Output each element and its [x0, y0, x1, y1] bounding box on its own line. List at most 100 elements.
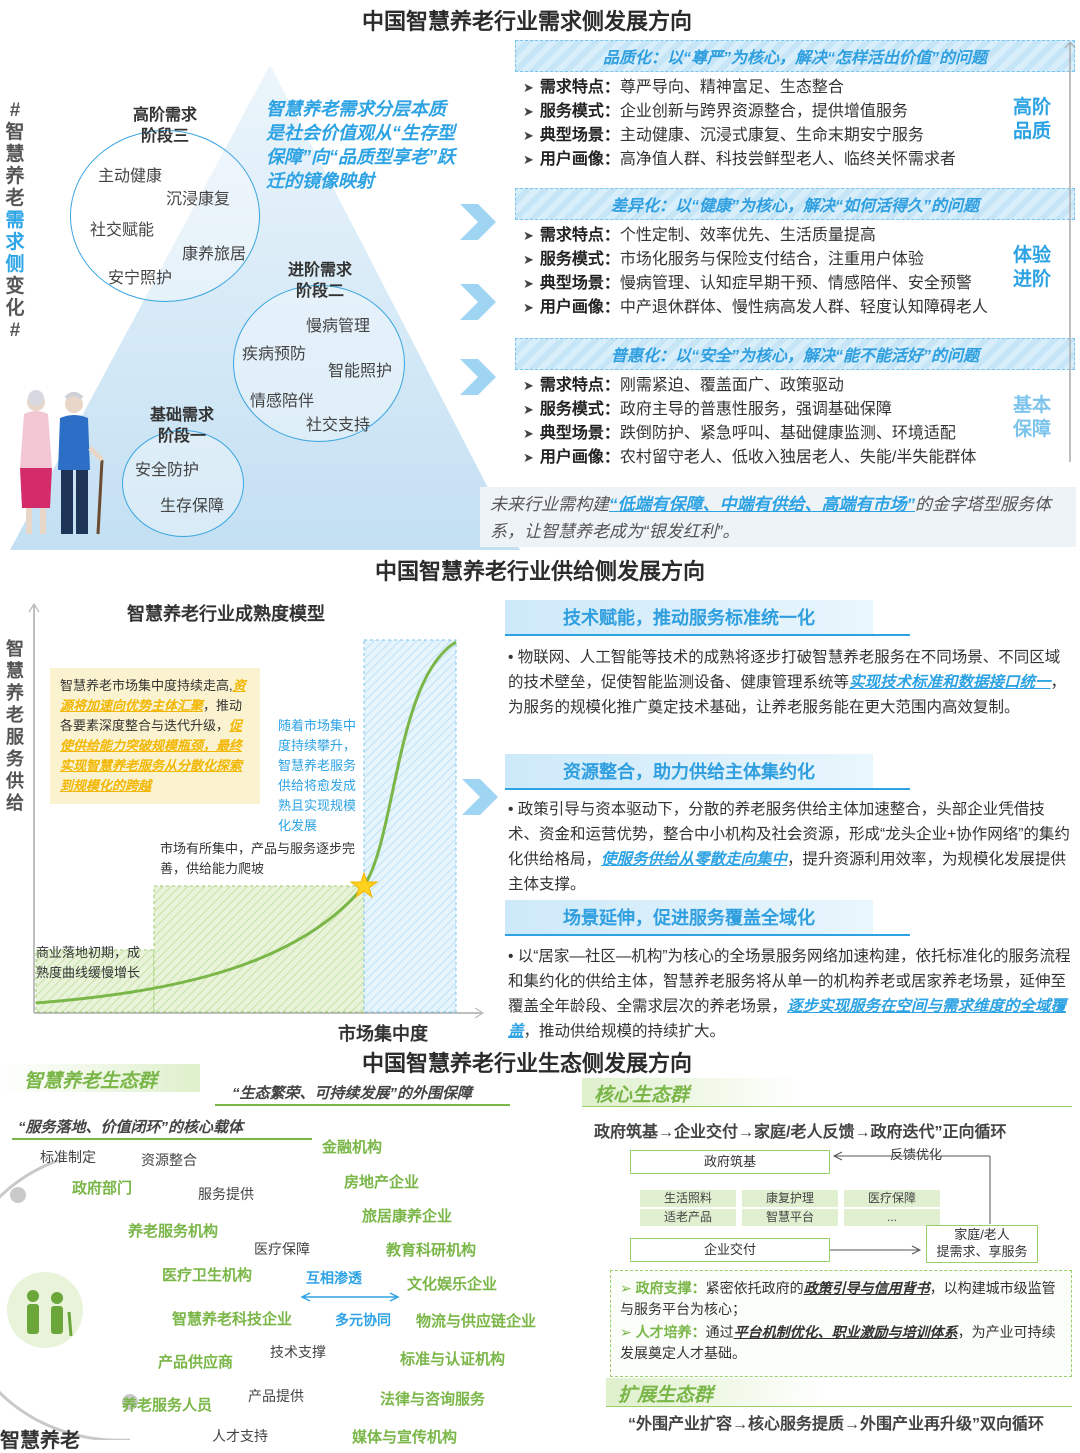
eco-outer-member: 法律与咨询服务	[380, 1391, 486, 1408]
right-chevron-icon	[460, 284, 496, 320]
flow-deliver: 企业交付	[630, 1238, 830, 1262]
panel-row: ➤典型场景：跌倒防护、紧急呼叫、基础健康监测、环境适配	[523, 425, 956, 442]
panel-row: ➤需求特点：尊严导向、精神富足、生态整合	[523, 79, 844, 96]
stage3-tag: 康养旅居	[182, 246, 247, 263]
right-chevron-icon	[462, 779, 498, 815]
eco-title: 中国智慧养老行业生态侧发展方向	[362, 1051, 693, 1076]
demand-panel-base: 普惠化：以“安全”为核心，解决“能不能活好”的问题 ➤需求特点：刚需紧迫、覆盖面…	[515, 338, 1075, 470]
stage2-circle	[233, 285, 405, 442]
vchar: 求	[5, 232, 25, 253]
vchar: 养	[5, 166, 25, 187]
supply-item-text: • 政策引导与资本驱动下，分散的养老服务供给主体加速整合，头部企业凭借技术、资金…	[508, 801, 1070, 893]
stage1-title2: 阶段一	[157, 428, 206, 445]
level-label: 基本保障	[1012, 395, 1051, 440]
core-carrier-title: “服务落地、价值闭环”的核心载体	[18, 1119, 244, 1136]
stage2-title1: 进阶需求	[287, 262, 352, 279]
panel-row: ➤服务模式：市场化服务与保险支付结合，注重用户体验	[523, 251, 924, 268]
stage3-circle	[70, 130, 260, 302]
supply-item-head: 资源整合，助力供给主体集约化	[505, 754, 873, 788]
vchar: 智	[5, 122, 25, 143]
divider	[215, 1104, 510, 1106]
supply-item-text: • 物联网、人工智能等技术的成熟将逐步打破智慧养老服务在不同场景、不同区域的技术…	[508, 649, 1067, 716]
vchar: #	[9, 100, 21, 121]
stage2-title2: 阶段二	[295, 283, 344, 300]
flow-cell: 生活照料	[640, 1190, 736, 1207]
stage3-tag: 安宁照护	[108, 270, 173, 287]
group-band	[0, 1064, 200, 1092]
supply-item-head: 场景延伸，促进服务覆盖全域化	[505, 900, 873, 934]
flow-cell: ...	[844, 1209, 940, 1226]
ext-group-title: 扩展生态群	[618, 1385, 714, 1406]
eco-outer-member: 旅居康养企业	[362, 1208, 453, 1225]
flow-arrows	[830, 1151, 991, 1255]
panel-row: ➤用户画像：中产退休群体、慢性病高发人群、轻度认知障碍老人	[523, 299, 988, 316]
eco-plain-tag: 资源整合	[141, 1152, 197, 1168]
eco-core-member: 政府部门	[72, 1180, 133, 1197]
stage3-tag: 主动健康	[98, 168, 163, 185]
eco-plain-tag: 标准制定	[40, 1149, 96, 1165]
divider	[505, 934, 910, 936]
panel-row: ➤需求特点：个性定制、效率优先、生活质量提高	[523, 227, 876, 244]
maturity-chart-title: 智慧养老行业成熟度模型	[127, 604, 325, 624]
panel-row: ➤服务模式：企业创新与跨界资源整合，提供增值服务	[523, 103, 908, 120]
flow-cell: 适老产品	[640, 1209, 736, 1226]
vchar: 需	[5, 210, 25, 231]
divider	[582, 1106, 1072, 1107]
flow-cell: 智慧平台	[742, 1209, 838, 1226]
demand-conclusion: 未来行业需构建“低端有保障、中端有供给、高端有市场”的金字塔型服务体系，让智慧养…	[480, 487, 1076, 547]
eco-plain-tag: 服务提供	[198, 1186, 254, 1202]
vchar: 变	[5, 276, 25, 297]
level-label: 体验进阶	[1012, 245, 1051, 290]
outer-guarantee-title: “生态繁荣、可持续发展”的外围保障	[232, 1085, 473, 1102]
elderly-couple-illustration	[20, 390, 104, 535]
stage2-tag: 慢病管理	[306, 318, 371, 335]
eco-outer-member: 金融机构	[322, 1139, 383, 1156]
stage3-tag: 沉浸康复	[166, 191, 231, 208]
demand-panel-mid: 差异化：以“健康”为核心，解决“如何活得久”的问题 ➤需求特点：个性定制、效率优…	[515, 188, 1075, 320]
support-talent: ➢ 人才培养：通过平台机制优化、职业激励与培训体系，为产业可持续发展奠定人才基础…	[620, 1324, 1056, 1361]
interaction-label: 互相渗透	[306, 1270, 362, 1286]
interaction-label: 多元协同	[335, 1312, 391, 1328]
supply-item-head: 技术赋能，推动服务标准统一化	[505, 600, 873, 634]
divider	[606, 1406, 1072, 1407]
divider	[505, 788, 910, 790]
flow-gov: 政府筑基	[630, 1150, 830, 1174]
mature-note: 随着市场集中度持续攀升，智慧养老服务供给将愈发成熟且实现规模化发展	[278, 718, 357, 833]
supply-item-text: • 以“居家—社区—机构”为核心的全场景服务网络加速构建，依托标准化的服务流程和…	[508, 948, 1071, 1040]
stage1-circle	[122, 430, 244, 537]
divider	[12, 1138, 312, 1140]
demand-panel-high: 品质化：以“尊严”为核心，解决“怎样活出价值”的问题 ➤需求特点：尊严导向、精神…	[515, 40, 1075, 172]
stage2-tag: 情感陪伴	[250, 393, 315, 410]
eco-outer-member: 物流与供应链企业	[416, 1313, 537, 1330]
support-box	[610, 1270, 1072, 1377]
climb-note: 市场有所集中，产品与服务逐步完善，供给能力爬坡	[160, 841, 356, 876]
eco-outer-member: 房地产企业	[344, 1174, 420, 1191]
stage1-title1: 基础需求	[149, 407, 214, 424]
eco-group-title: 智慧养老生态群	[24, 1071, 158, 1092]
eco-plain-tag: 医疗保障	[254, 1241, 310, 1257]
eco-outer-member: 文化娱乐企业	[407, 1276, 498, 1293]
eco-plain-tag: 人才支持	[212, 1428, 268, 1444]
eco-core-member: 智慧养老科技企业	[172, 1311, 293, 1328]
stage2-tag: 智能照护	[328, 363, 393, 380]
flow-cell: 医疗保障	[844, 1190, 940, 1207]
eco-outer-member: 标准与认证机构	[400, 1351, 506, 1368]
divider	[505, 634, 910, 636]
group-band	[582, 1078, 802, 1106]
flow-cell: 康复护理	[742, 1190, 838, 1207]
stage2-title: 进阶需求 阶段二	[275, 260, 365, 302]
vchar: 老	[5, 188, 25, 209]
ext-cycle-text: “外围产业扩容→核心服务提质→外围产业再升级”双向循环	[628, 1416, 1045, 1433]
demand-quote: 智慧养老需求分层本质是社会价值观从“生存型保障”向“品质型享老”跃迁的镜像映射	[266, 99, 455, 191]
stage3-title: 高阶需求 阶段三	[120, 105, 210, 147]
stage1-tag: 生存保障	[160, 498, 225, 515]
panel-row: ➤用户画像：农村留守老人、低收入独居老人、失能/半失能群体	[523, 449, 977, 466]
demand-title: 中国智慧养老行业需求侧发展方向	[362, 9, 693, 34]
level-arrow	[1064, 42, 1076, 462]
panel-band: 差异化：以“健康”为核心，解决“如何活得久”的问题	[515, 188, 1075, 220]
vchar: 侧	[5, 254, 25, 275]
panel-row: ➤用户画像：高净值人群、科技尝鲜型老人、临终关怀需求者	[523, 151, 956, 168]
stage3-title2: 阶段三	[140, 128, 189, 145]
elderly-care-icon	[27, 1290, 73, 1337]
panel-band: 品质化：以“尊严”为核心，解决“怎样活出价值”的问题	[515, 40, 1075, 72]
